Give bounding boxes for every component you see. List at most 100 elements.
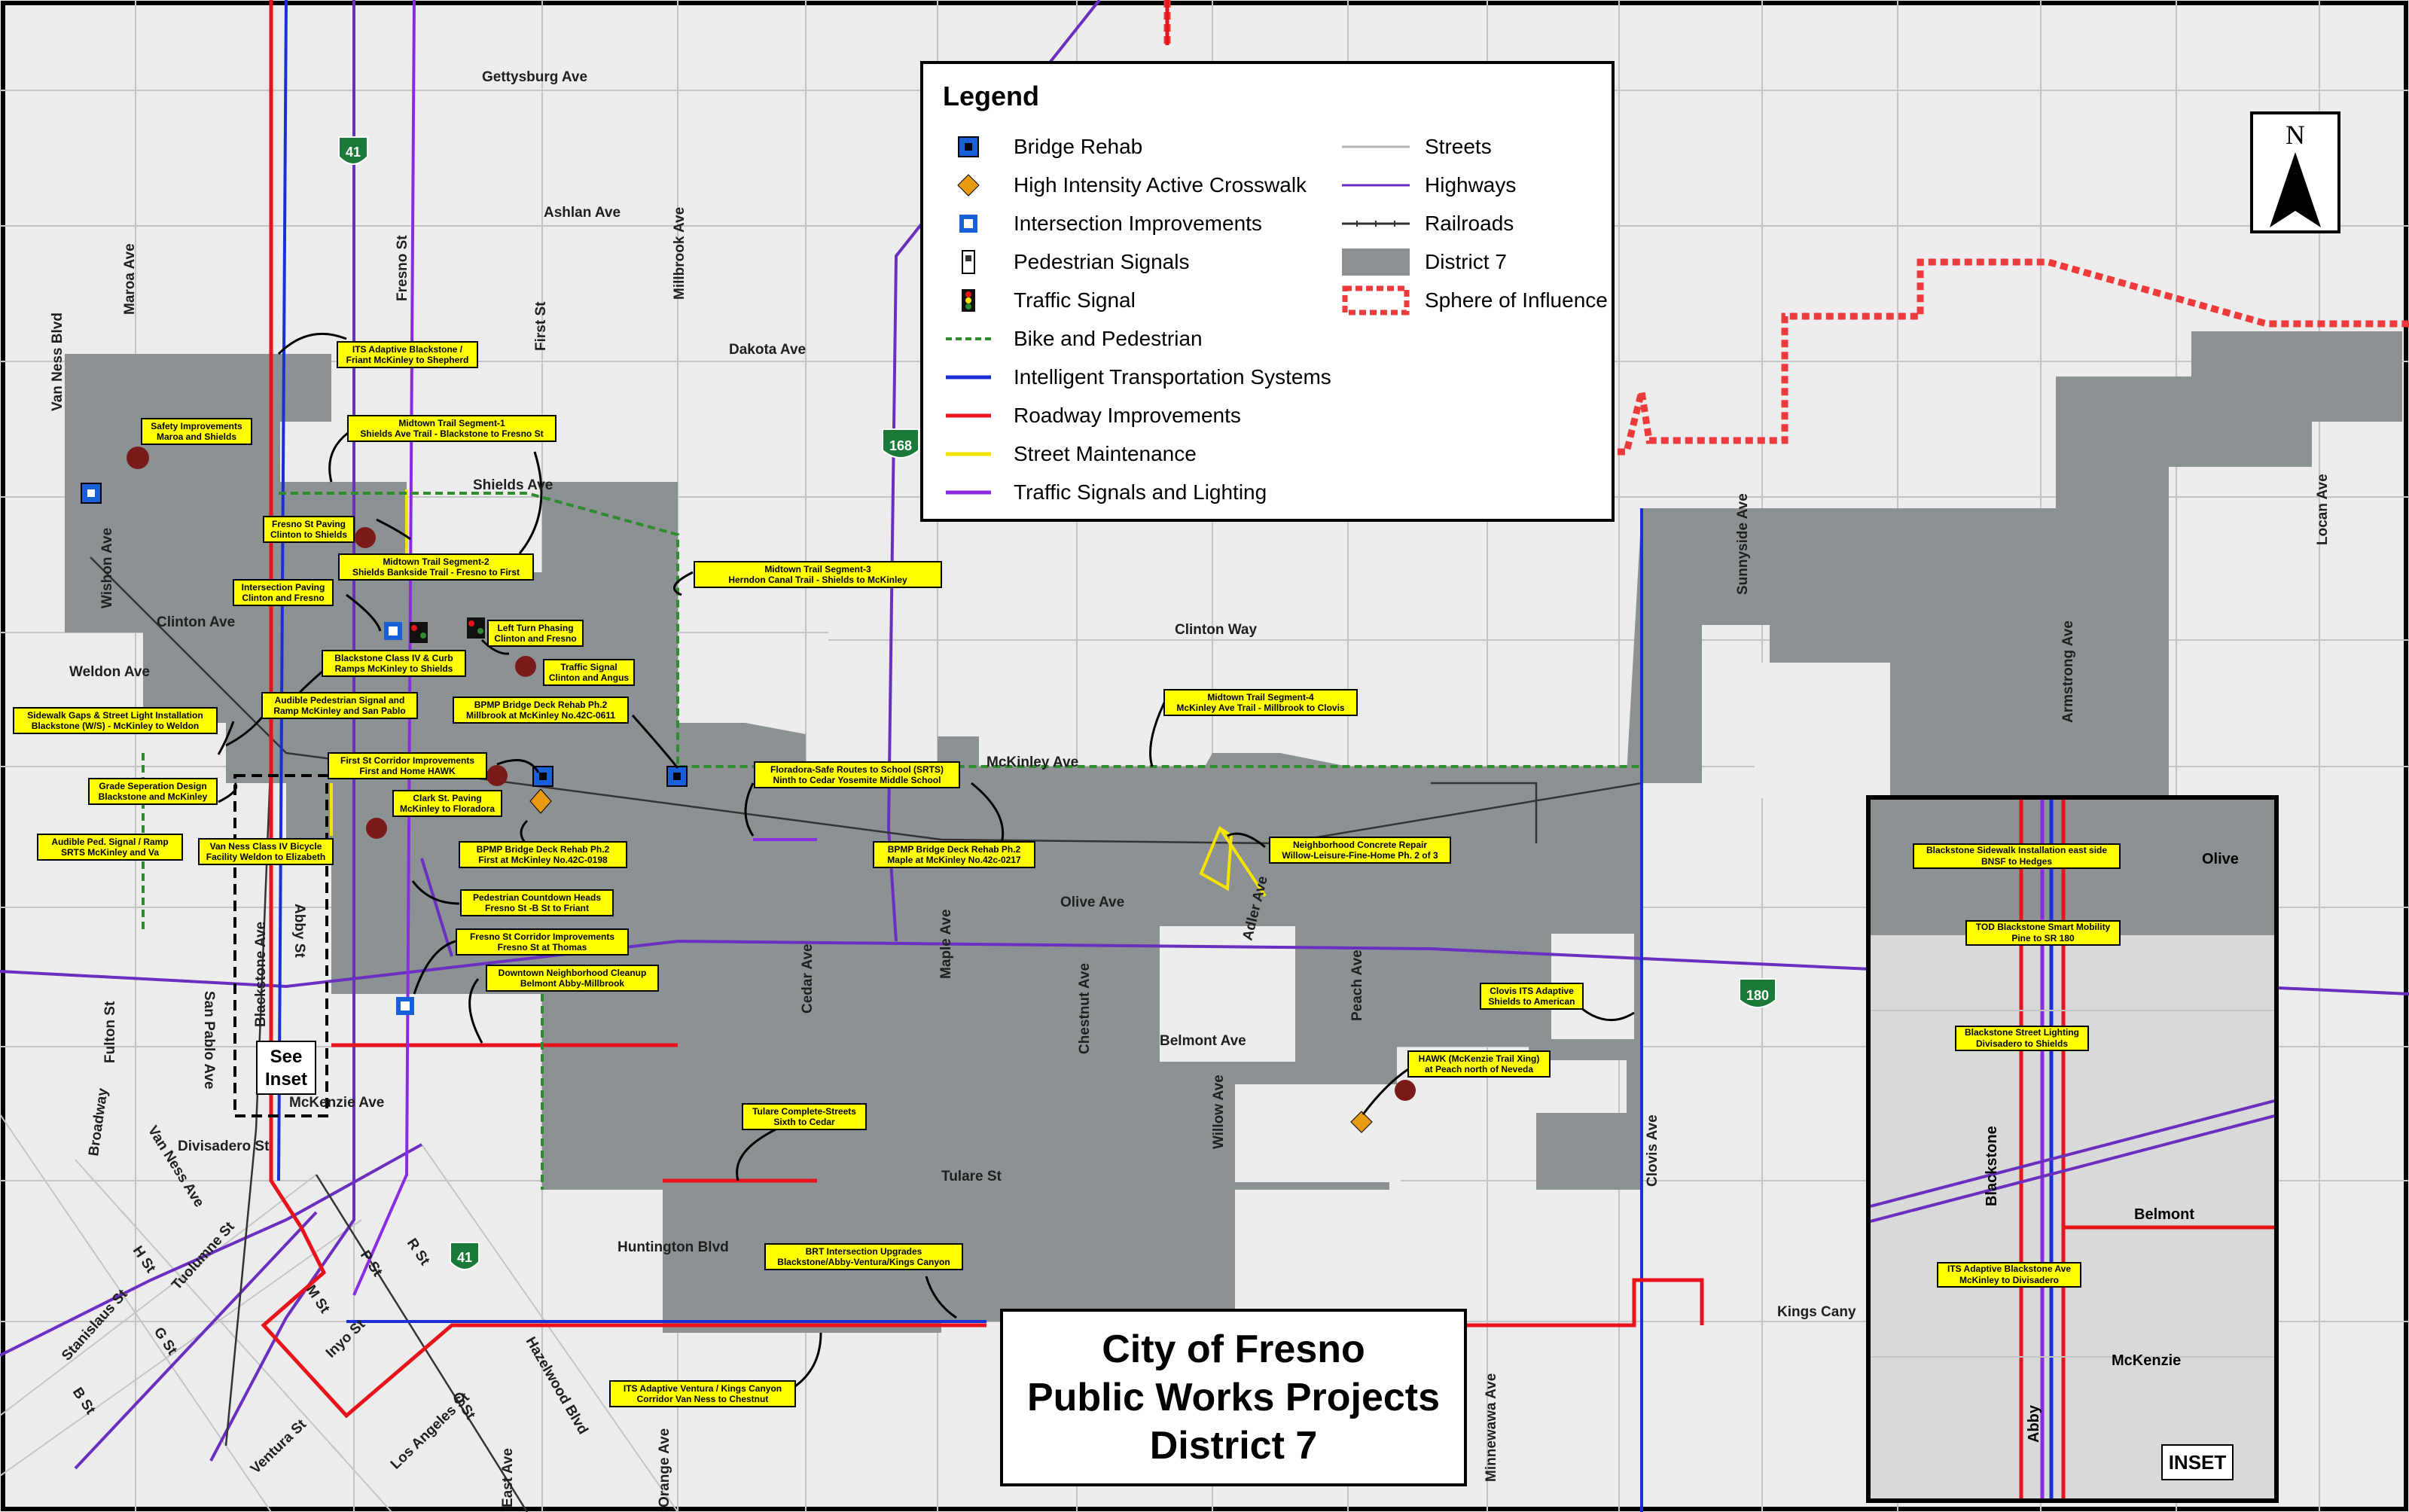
svg-text:Fresno St: Fresno St	[395, 235, 410, 301]
svg-text:Midtown Trail Segment-4: Midtown Trail Segment-4	[1207, 692, 1314, 703]
callout-leaders	[217, 332, 1635, 1391]
svg-text:Maroa Ave: Maroa Ave	[122, 243, 138, 315]
svg-text:Wishon Ave: Wishon Ave	[99, 528, 115, 608]
svg-text:Sunnyside Ave: Sunnyside Ave	[1735, 493, 1751, 595]
svg-text:Blackstone (W/S) - McKinley to: Blackstone (W/S) - McKinley to Weldon	[32, 721, 199, 731]
highway-shield-41-south: 41	[450, 1242, 480, 1270]
inset-map: Olive Belmont McKenzie Blackstone Abby B…	[1866, 795, 2279, 1503]
svg-text:Clovis ITS Adaptive: Clovis ITS Adaptive	[1490, 986, 1574, 996]
legend-item-traffic-signal: Traffic Signal	[946, 285, 1136, 316]
callout-floradora-srts: Floradora-Safe Routes to School (SRTS)Ni…	[754, 761, 960, 788]
svg-text:Traffic Signal: Traffic Signal	[560, 662, 617, 672]
svg-text:Belmont Abby-Millbrook: Belmont Abby-Millbrook	[520, 978, 625, 989]
bridge-rehab-icon	[946, 132, 991, 162]
inset-tag: INSET	[2161, 1444, 2234, 1480]
streets-line	[1342, 132, 1410, 162]
svg-text:Floradora-Safe Routes to Schoo: Floradora-Safe Routes to School (SRTS)	[770, 764, 944, 775]
svg-text:Locan Ave: Locan Ave	[2315, 474, 2331, 545]
legend-item-its: Intelligent Transportation Systems	[946, 362, 1331, 392]
svg-text:HAWK (McKenzie Trail Xing): HAWK (McKenzie Trail Xing)	[1419, 1053, 1540, 1064]
svg-text:Maple Ave: Maple Ave	[938, 909, 954, 979]
title-line-3: District 7	[1149, 1424, 1318, 1468]
bridge-rehab-marker	[81, 483, 102, 504]
crosswalk-icon	[946, 170, 991, 200]
legend-item-pedestrian-signals: Pedestrian Signals	[946, 247, 1189, 277]
svg-text:Divisadero St: Divisadero St	[178, 1139, 270, 1154]
svg-text:Peach Ave: Peach Ave	[1349, 950, 1365, 1021]
svg-text:Huntington Blvd: Huntington Blvd	[617, 1239, 729, 1255]
highway-shield-41-north: 41	[338, 136, 368, 165]
svg-text:First at McKinley No.42C-0198: First at McKinley No.42C-0198	[478, 855, 608, 865]
legend-title: Legend	[943, 81, 1040, 111]
svg-text:Tulare St: Tulare St	[941, 1169, 1002, 1184]
district-holes	[1160, 663, 1890, 1318]
svg-text:Shields Ave: Shields Ave	[473, 477, 553, 493]
soi-swatch	[1342, 285, 1410, 316]
svg-text:Sixth to Cedar: Sixth to Cedar	[773, 1117, 835, 1127]
svg-text:SRTS McKinley and Va: SRTS McKinley and Va	[61, 847, 159, 858]
intersection-marker	[396, 997, 414, 1015]
traffic-signal-marker	[467, 617, 485, 639]
svg-text:Blackstone Ave: Blackstone Ave	[253, 922, 269, 1027]
svg-text:Audible Ped. Signal / Ramp: Audible Ped. Signal / Ramp	[51, 837, 168, 847]
legend-item-street-maintenance: Street Maintenance	[946, 439, 1197, 469]
north-arrow-icon	[2270, 152, 2321, 227]
intersection-marker	[384, 622, 402, 640]
svg-text:BPMP Bridge Deck Rehab Ph.2: BPMP Bridge Deck Rehab Ph.2	[888, 844, 1021, 855]
traffic-signal-icon	[946, 285, 991, 316]
svg-text:Fresno St Corridor Improvement: Fresno St Corridor Improvements	[470, 931, 614, 942]
its-line	[946, 362, 991, 392]
legend-item-bridge-rehab: Bridge Rehab	[946, 132, 1142, 162]
inset-street-blackstone: Blackstone	[1984, 1126, 2000, 1206]
svg-text:Midtown Trail Segment-1: Midtown Trail Segment-1	[398, 418, 505, 428]
svg-text:Fulton St: Fulton St	[102, 1001, 118, 1063]
legend-item-crosswalk: High Intensity Active Crosswalk	[946, 170, 1307, 200]
svg-text:Tulare Complete-Streets: Tulare Complete-Streets	[752, 1106, 856, 1117]
callout-neighborhood-concrete: Neighborhood Concrete RepairWillow-Leisu…	[1269, 837, 1451, 864]
svg-text:Chestnut Ave: Chestnut Ave	[1077, 963, 1093, 1054]
svg-text:168: 168	[889, 438, 912, 453]
svg-text:Fresno St Paving: Fresno St Paving	[272, 519, 346, 529]
svg-text:Maroa and Shields: Maroa and Shields	[157, 431, 236, 442]
callout-its-ventura: ITS Adaptive Ventura / Kings CanyonCorri…	[609, 1380, 796, 1407]
north-arrow: N	[2250, 111, 2340, 233]
map-title-block: City of Fresno Public Works Projects Dis…	[1000, 1309, 1467, 1486]
svg-text:Ramp McKinley and San Pablo: Ramp McKinley and San Pablo	[273, 706, 405, 716]
highways-line	[1342, 170, 1410, 200]
pedestrian-signal-marker	[127, 447, 1416, 1101]
svg-text:Gettysburg Ave: Gettysburg Ave	[482, 69, 587, 85]
north-label: N	[2286, 120, 2305, 150]
callout-hawk-mckenzie: HAWK (McKenzie Trail Xing)at Peach north…	[1407, 1050, 1551, 1078]
svg-text:McKinley Ave: McKinley Ave	[986, 754, 1078, 770]
svg-text:Fresno St at Thomas: Fresno St at Thomas	[498, 942, 587, 953]
svg-text:Clinton Way: Clinton Way	[1175, 622, 1257, 638]
callout-brt-upgrades: BRT Intersection UpgradesBlackstone/Abby…	[764, 1243, 963, 1270]
bike-ped-line	[946, 324, 991, 354]
svg-text:Van Ness Class IV Bicycle: Van Ness Class IV Bicycle	[210, 841, 322, 852]
inset-callout-sidewalk: Blackstone Sidewalk Installation east si…	[1913, 843, 2121, 869]
inset-street-mckenzie: McKenzie	[2112, 1352, 2182, 1369]
district-swatch	[1342, 247, 1410, 277]
pedestrian-signal-icon	[946, 247, 991, 277]
svg-text:Neighborhood Concrete Repair: Neighborhood Concrete Repair	[1293, 840, 1427, 850]
svg-text:Shields Ave Trail - Blackstone: Shields Ave Trail - Blackstone to Fresno…	[360, 428, 543, 439]
svg-text:Shields Bankside Trail - Fresn: Shields Bankside Trail - Fresno to First	[352, 567, 520, 578]
svg-text:Ramps McKinley to Shields: Ramps McKinley to Shields	[335, 663, 453, 674]
svg-text:McKinley Ave Trail - Millbrook: McKinley Ave Trail - Millbrook to Clovis	[1176, 703, 1344, 713]
svg-text:Clovis Ave: Clovis Ave	[1645, 1114, 1660, 1187]
svg-text:Ashlan Ave: Ashlan Ave	[544, 205, 621, 221]
legend-item-bike-ped: Bike and Pedestrian	[946, 324, 1203, 354]
inset-street-belmont: Belmont	[2134, 1206, 2194, 1223]
